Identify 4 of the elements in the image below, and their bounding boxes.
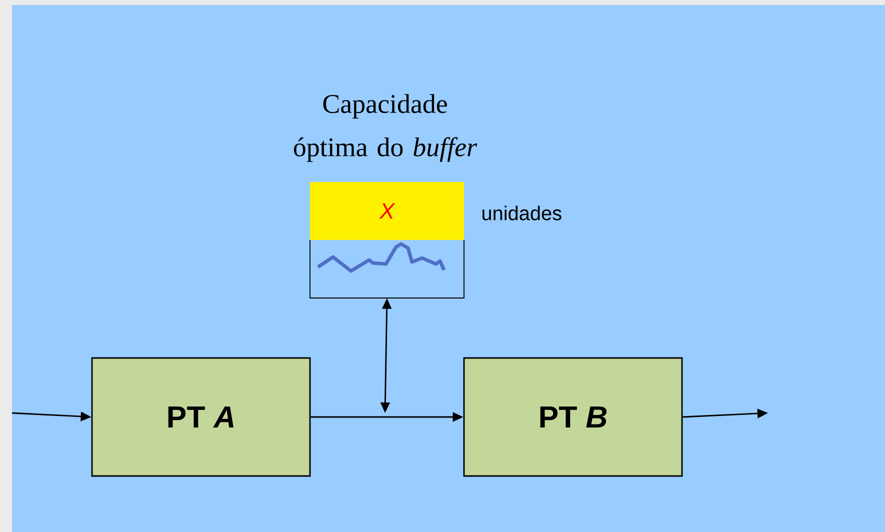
unit-label: unidades xyxy=(482,206,562,220)
process-box: PT A xyxy=(91,357,311,477)
process-box: PT B xyxy=(463,357,683,477)
buffer-heading: Capacidade óptima do buffer xyxy=(294,94,478,162)
